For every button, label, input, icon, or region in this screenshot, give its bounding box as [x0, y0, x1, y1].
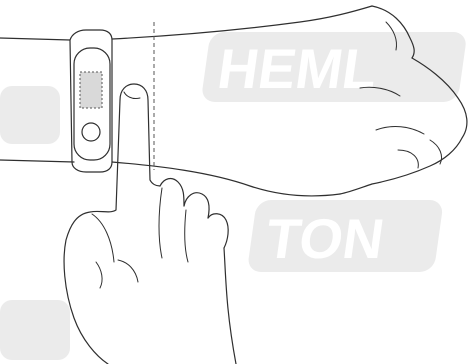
- ring-knuckle: [184, 193, 209, 218]
- band-screen: [80, 72, 102, 108]
- measuring-hand: [64, 84, 236, 364]
- finger-gap-2: [185, 210, 188, 262]
- forearm-bottom-edge-right: [112, 162, 340, 196]
- middle-knuckle: [160, 179, 184, 206]
- forearm-bottom-edge: [0, 160, 74, 162]
- forearm-top-edge: [0, 38, 70, 40]
- watermark-block-left: [0, 86, 60, 144]
- fingernail: [124, 92, 140, 99]
- fist-thumb-line: [398, 150, 418, 168]
- hand-right-edge: [224, 248, 236, 364]
- fist-crease-2: [376, 127, 424, 134]
- watermark-text-bottom: TON: [262, 207, 388, 270]
- watermark-text-top: HEML: [214, 37, 381, 100]
- watermark-block-left-bottom: [0, 300, 70, 360]
- thumb-crease: [96, 262, 102, 288]
- pinky-knuckle: [208, 214, 228, 248]
- finger-gap-1: [159, 188, 162, 258]
- band-touch-button: [82, 123, 100, 141]
- thumb-curve: [92, 214, 114, 262]
- palm-crease: [118, 260, 138, 282]
- fitness-band: [70, 30, 112, 172]
